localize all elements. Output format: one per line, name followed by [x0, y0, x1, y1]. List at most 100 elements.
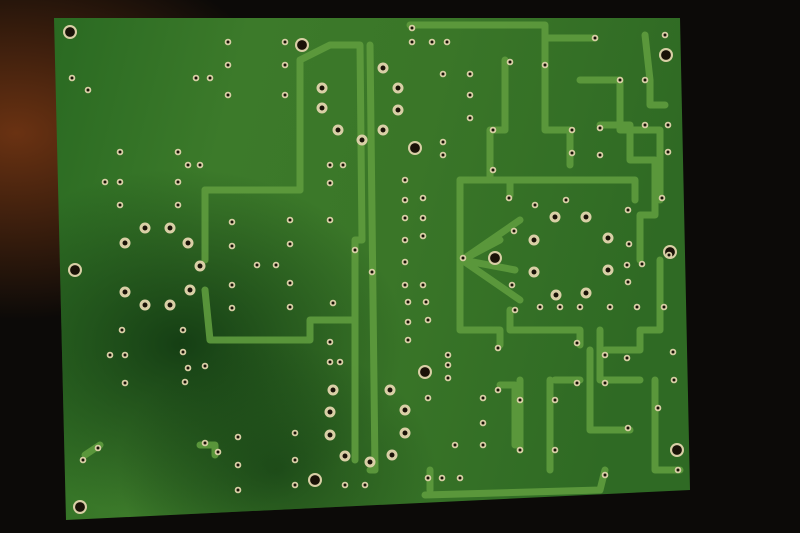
solder-pad: [439, 70, 447, 78]
solder-pad: [633, 303, 641, 311]
solder-pad: [224, 91, 232, 99]
solder-pad: [401, 281, 409, 289]
solder-pad: [101, 178, 109, 186]
trace: [486, 56, 509, 184]
solder-pad: [184, 284, 196, 296]
solder-pad: [234, 433, 242, 441]
solder-pad: [516, 446, 524, 454]
solder-pad: [182, 237, 194, 249]
solder-pad: [201, 362, 209, 370]
trace: [296, 41, 366, 464]
solder-pad: [119, 286, 131, 298]
trace: [506, 306, 584, 349]
solder-pad: [541, 61, 549, 69]
solder-pad: [228, 242, 236, 250]
solder-pad: [674, 466, 682, 474]
solder-pad: [466, 70, 474, 78]
trace: [458, 256, 524, 304]
solder-pad: [444, 374, 452, 382]
solder-pad: [201, 439, 209, 447]
solder-pad: [164, 299, 176, 311]
trace: [651, 376, 684, 474]
solder-pad: [324, 429, 336, 441]
solder-pad: [528, 234, 540, 246]
solder-pad: [601, 351, 609, 359]
solder-pad: [444, 361, 452, 369]
solder-pad: [408, 24, 416, 32]
solder-pad: [624, 206, 632, 214]
solder-pad: [660, 303, 668, 311]
solder-pad: [528, 266, 540, 278]
solder-pad: [139, 299, 151, 311]
solder-pad: [580, 211, 592, 223]
solder-pad: [596, 151, 604, 159]
solder-pad: [392, 82, 404, 94]
solder-pad: [489, 126, 497, 134]
solder-pad: [384, 384, 396, 396]
solder-pad: [670, 376, 678, 384]
solder-pad: [286, 303, 294, 311]
solder-pad: [401, 214, 409, 222]
solder-pad: [281, 91, 289, 99]
solder-pad: [623, 261, 631, 269]
solder-pad: [489, 166, 497, 174]
solder-pad: [516, 396, 524, 404]
solder-pad: [116, 201, 124, 209]
solder-pad: [116, 148, 124, 156]
solder-pad: [291, 429, 299, 437]
trace: [496, 381, 519, 449]
solder-pad: [404, 336, 412, 344]
solder-pad: [669, 348, 677, 356]
solder-pad: [428, 38, 436, 46]
solder-pad: [316, 82, 328, 94]
solder-pad: [401, 176, 409, 184]
solder-pad: [625, 240, 633, 248]
solder-pad: [424, 474, 432, 482]
solder-pad: [456, 474, 464, 482]
solder-pad: [511, 306, 519, 314]
solder-pad: [377, 124, 389, 136]
solder-pad: [326, 216, 334, 224]
solder-pad: [459, 254, 467, 262]
solder-pad: [580, 287, 592, 299]
mounting-hole: [418, 365, 432, 379]
solder-pad: [616, 76, 624, 84]
solder-pad: [439, 138, 447, 146]
solder-pad: [451, 441, 459, 449]
solder-pad: [536, 303, 544, 311]
mounting-hole: [308, 473, 322, 487]
solder-pad: [94, 444, 102, 452]
solder-pad: [184, 161, 192, 169]
solder-pad: [179, 326, 187, 334]
solder-pad: [174, 201, 182, 209]
mounting-hole: [68, 263, 82, 277]
solder-pad: [596, 124, 604, 132]
solder-pad: [508, 281, 516, 289]
solder-pad: [79, 456, 87, 464]
solder-pad: [444, 351, 452, 359]
solder-pad: [286, 279, 294, 287]
solder-pad: [439, 151, 447, 159]
solder-pad: [531, 201, 539, 209]
solder-pad: [419, 232, 427, 240]
solder-pad: [329, 299, 337, 307]
solder-pad: [573, 379, 581, 387]
solder-pad: [228, 304, 236, 312]
solder-pad: [506, 58, 514, 66]
solder-pad: [641, 76, 649, 84]
solder-pad: [291, 456, 299, 464]
solder-pad: [272, 261, 280, 269]
solder-pad: [404, 318, 412, 326]
solder-pad: [116, 178, 124, 186]
solder-pad: [624, 424, 632, 432]
solder-pad: [641, 121, 649, 129]
mounting-hole: [295, 38, 309, 52]
solder-pad: [401, 258, 409, 266]
solder-pad: [479, 419, 487, 427]
solder-pad: [550, 289, 562, 301]
solder-pad: [184, 364, 192, 372]
trace: [458, 236, 504, 264]
solder-pad: [324, 406, 336, 418]
solder-pad: [164, 222, 176, 234]
